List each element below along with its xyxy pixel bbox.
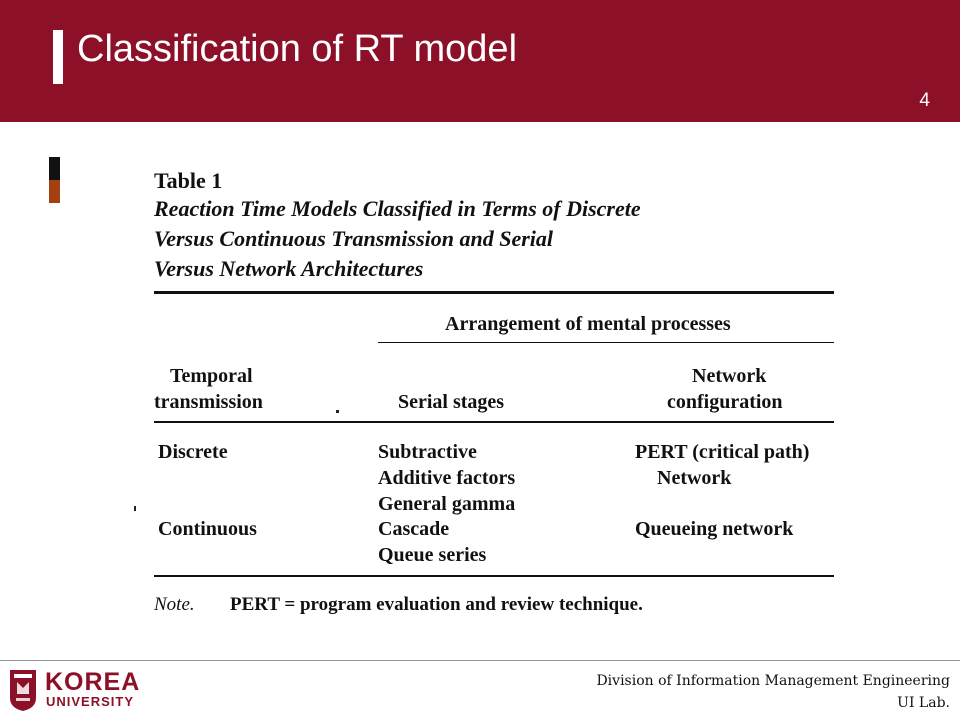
cell-cascade: Cascade: [378, 518, 450, 540]
header-network: Network: [692, 365, 767, 387]
note-label: Note.: [154, 594, 195, 615]
table-caption-line-2: Versus Continuous Transmission and Seria…: [154, 226, 554, 251]
header-serial-stages: Serial stages: [398, 391, 505, 413]
logo-wordmark-korea: KOREA: [45, 668, 141, 696]
note-text: PERT = program evaluation and review tec…: [230, 594, 643, 615]
cell-subtractive: Subtractive: [378, 441, 477, 463]
footer-department: Division of Information Management Engin…: [596, 673, 950, 689]
row-continuous: Continuous: [158, 518, 257, 540]
bottom-rule: [154, 575, 834, 577]
slide-number: 4: [919, 90, 930, 111]
cell-queueing-network: Queueing network: [635, 518, 794, 540]
cell-general-gamma: General gamma: [378, 493, 516, 515]
spanner-header: Arrangement of mental processes: [445, 313, 731, 335]
university-crest-icon: [10, 670, 36, 711]
title-banner: Classification of RT model 4: [0, 0, 960, 122]
header-temporal: Temporal: [170, 365, 253, 387]
header-transmission: transmission: [154, 391, 263, 413]
scan-speck: [336, 410, 339, 413]
table-caption-line-1: Reaction Time Models Classified in Terms…: [154, 196, 641, 221]
cell-queue-series: Queue series: [378, 544, 487, 566]
slide-title: Classification of RT model: [77, 28, 518, 70]
title-accent-bar: [53, 30, 63, 84]
scanned-table-image: Table 1 Reaction Time Models Classified …: [134, 166, 850, 626]
header-configuration: configuration: [667, 391, 783, 413]
footer-divider: [0, 660, 960, 661]
scan-speck: [134, 506, 136, 511]
table-caption-line-3: Versus Network Architectures: [154, 256, 424, 281]
cell-pert: PERT (critical path): [635, 441, 810, 463]
top-rule: [154, 291, 834, 294]
side-accent-dark: [49, 157, 60, 180]
footer-lab: UI Lab.: [897, 695, 950, 711]
cell-additive-factors: Additive factors: [378, 467, 516, 489]
row-discrete: Discrete: [158, 441, 228, 463]
side-accent-orange: [49, 180, 60, 203]
cell-network: Network: [657, 467, 732, 489]
spanner-rule: [378, 342, 834, 343]
header-rule: [154, 421, 834, 423]
table-label: Table 1: [154, 168, 223, 193]
logo-wordmark-university: UNIVERSITY: [46, 694, 135, 709]
